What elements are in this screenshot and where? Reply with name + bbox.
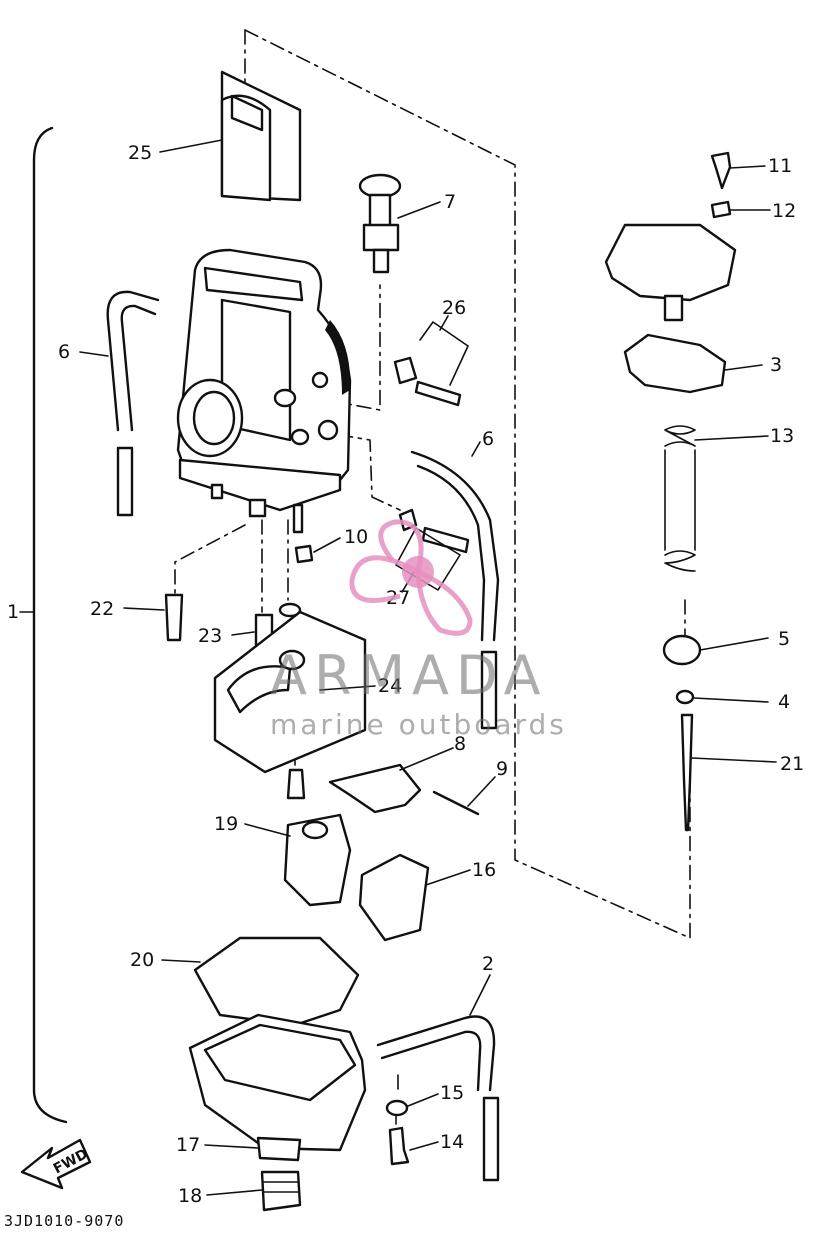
part-21-jet-needle <box>680 713 694 832</box>
part-20-gasket <box>193 936 360 1027</box>
callout-7: 7 <box>444 191 456 213</box>
part-12-washer <box>710 200 732 219</box>
callout-8: 8 <box>454 733 466 755</box>
callout-labels: 1 2 3 4 5 6 6 7 8 9 10 11 12 13 14 15 16… <box>7 142 804 1207</box>
callout-13: 13 <box>770 425 794 447</box>
watermark-tagline: marine outboards <box>270 708 567 741</box>
carburetor-top-cap <box>604 223 737 322</box>
o-ring <box>278 602 302 618</box>
callout-20: 20 <box>130 949 154 971</box>
callout-11: 11 <box>768 155 792 177</box>
callout-25: 25 <box>128 142 152 164</box>
part-15-washer <box>385 1099 409 1117</box>
float-bowl <box>188 1013 367 1162</box>
part-11-screw <box>710 151 732 190</box>
callout-3: 3 <box>770 354 782 376</box>
part-8-float-arm <box>328 763 422 814</box>
part-9-pin <box>432 790 480 816</box>
part-10-nut <box>294 544 314 564</box>
assembly-bracket <box>32 126 68 1124</box>
callout-19: 19 <box>214 813 238 835</box>
part-3-gasket <box>623 333 727 394</box>
part-19-float <box>283 813 352 907</box>
part-2-drain-hose <box>376 1015 500 1182</box>
watermark-logo-icon <box>349 519 473 636</box>
callout-5: 5 <box>778 628 790 650</box>
part-18-drain-plug <box>260 1170 302 1212</box>
part-13-spring <box>664 425 696 572</box>
callout-22: 22 <box>90 598 114 620</box>
part-6-hose-right <box>410 450 500 730</box>
callout-14: 14 <box>440 1131 464 1153</box>
callout-26: 26 <box>442 297 466 319</box>
callout-9: 9 <box>496 758 508 780</box>
callout-17: 17 <box>176 1134 200 1156</box>
callout-1: 1 <box>7 601 19 623</box>
callout-21: 21 <box>780 753 804 775</box>
watermark-brand: ARMADA <box>270 644 548 707</box>
callout-10: 10 <box>344 526 368 548</box>
watermark: ARMADA marine outboards <box>270 519 567 741</box>
part-16-float <box>358 853 430 942</box>
leader-lines <box>79 139 777 1196</box>
callout-15: 15 <box>440 1082 464 1104</box>
catalog-code: 3JD1010-9070 <box>4 1212 124 1230</box>
callout-12: 12 <box>772 200 796 222</box>
part-22-jet-holder <box>164 593 184 642</box>
callout-4: 4 <box>778 691 790 713</box>
callout-16: 16 <box>472 859 496 881</box>
callout-6: 6 <box>58 341 70 363</box>
callout-18: 18 <box>178 1185 202 1207</box>
part-24-float-insert <box>213 610 367 774</box>
part-5-retainer <box>662 634 702 666</box>
callout-2: 2 <box>482 953 494 975</box>
part-25-boot <box>220 70 302 202</box>
fwd-arrow-icon <box>20 1138 92 1190</box>
part-26-air-screw <box>393 321 469 407</box>
callout-6-right: 6 <box>482 428 494 450</box>
part-6-hose-left <box>106 290 160 517</box>
part-7-cable-adjuster <box>358 173 402 274</box>
part-4-clip <box>675 689 695 705</box>
callout-23: 23 <box>198 625 222 647</box>
callout-24: 24 <box>378 675 402 697</box>
needle-valve <box>286 768 306 800</box>
part-14-screw <box>388 1126 410 1166</box>
carburetor-body <box>176 248 352 534</box>
